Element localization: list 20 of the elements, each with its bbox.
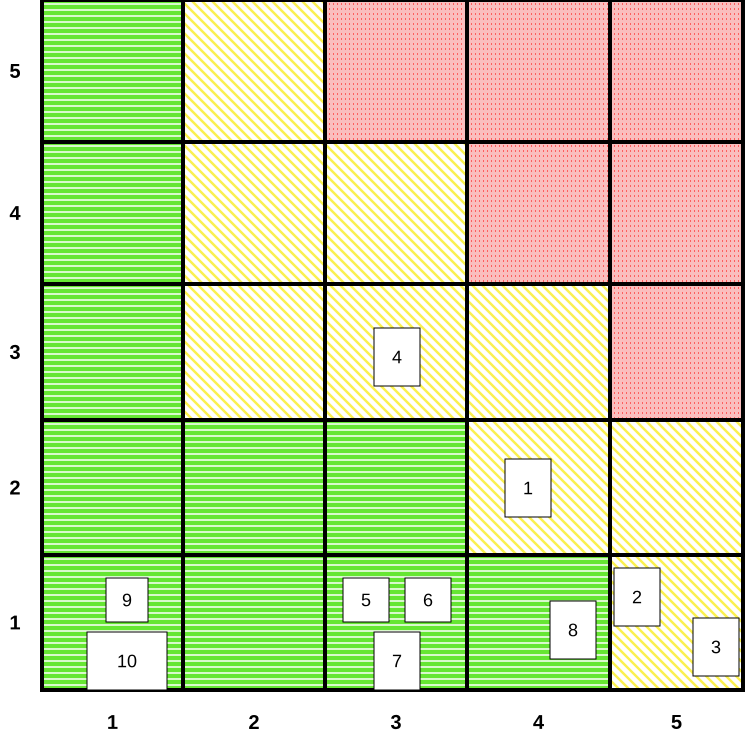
number-box: 1 [504, 458, 552, 518]
row-number: 5 [10, 64, 20, 78]
row-number: 3 [10, 344, 20, 360]
row-number: 2 [10, 480, 20, 494]
column-number: 2 [249, 715, 259, 729]
number-box: 6 [404, 578, 452, 622]
column-number: 5 [672, 715, 682, 729]
number-box: 2 [614, 568, 660, 626]
number-box: 10 [86, 632, 168, 690]
number-box: 4 [374, 328, 420, 386]
number-box: 7 [374, 632, 420, 690]
number-box: 8 [550, 600, 596, 660]
row-number: 4 [10, 206, 20, 220]
column-number: 4 [533, 715, 544, 729]
row-number: 1 [10, 616, 20, 630]
number-box: 9 [106, 578, 148, 622]
number-box: 3 [692, 618, 740, 676]
column-number: 1 [108, 715, 118, 729]
column-number: 3 [390, 714, 401, 730]
number-box: 5 [342, 578, 390, 622]
